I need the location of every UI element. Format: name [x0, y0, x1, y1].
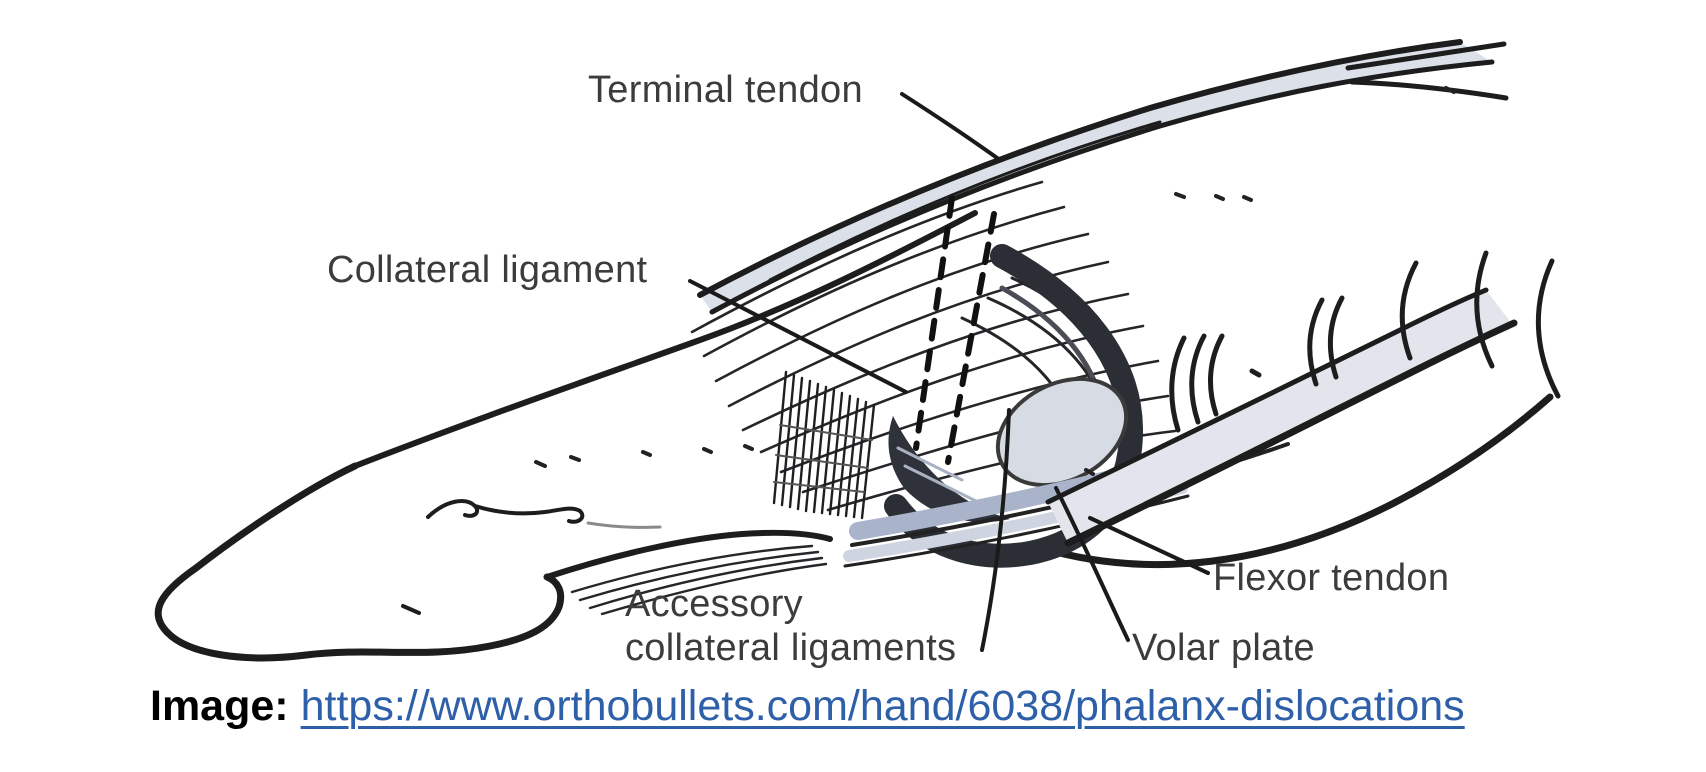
leader-lines [688, 92, 1210, 652]
collateral-ligament-label: Collateral ligament [327, 249, 648, 291]
flexor-tendon-leader [1088, 516, 1210, 575]
flexor-sheath-hatches [1169, 250, 1561, 433]
mid-phalanx-hatch [570, 544, 828, 616]
accessory-collateral-leader [980, 408, 1011, 652]
collateral-ligament-leader [688, 279, 908, 394]
source-link[interactable]: https://www.orthobullets.com/hand/6038/p… [300, 682, 1465, 730]
terminal-tendon-band [697, 39, 1509, 315]
accessory-collateral-label-line2: collateral ligaments [625, 627, 957, 669]
flexor-tendon-label: Flexor tendon [1213, 557, 1450, 599]
texture-dots [534, 86, 1456, 476]
image-credit-caption: Image:https://www.orthobullets.com/hand/… [150, 682, 1465, 731]
caption-prefix: Image: [150, 682, 289, 730]
skin-crease [401, 499, 662, 615]
collateral-ligament-dashes [913, 195, 997, 465]
ligament-wedge-hatch [772, 370, 876, 520]
volar-plate-label: Volar plate [1132, 627, 1315, 669]
volar-plate-leader [1054, 486, 1130, 642]
accessory-collateral-label-line1: Accessory [625, 583, 803, 625]
flexor-tendon-band [1045, 250, 1561, 547]
terminal-tendon-label: Terminal tendon [588, 69, 863, 111]
terminal-tendon-leader [900, 92, 1002, 162]
accessory-collateral-label: Accessory collateral ligaments [625, 582, 956, 670]
